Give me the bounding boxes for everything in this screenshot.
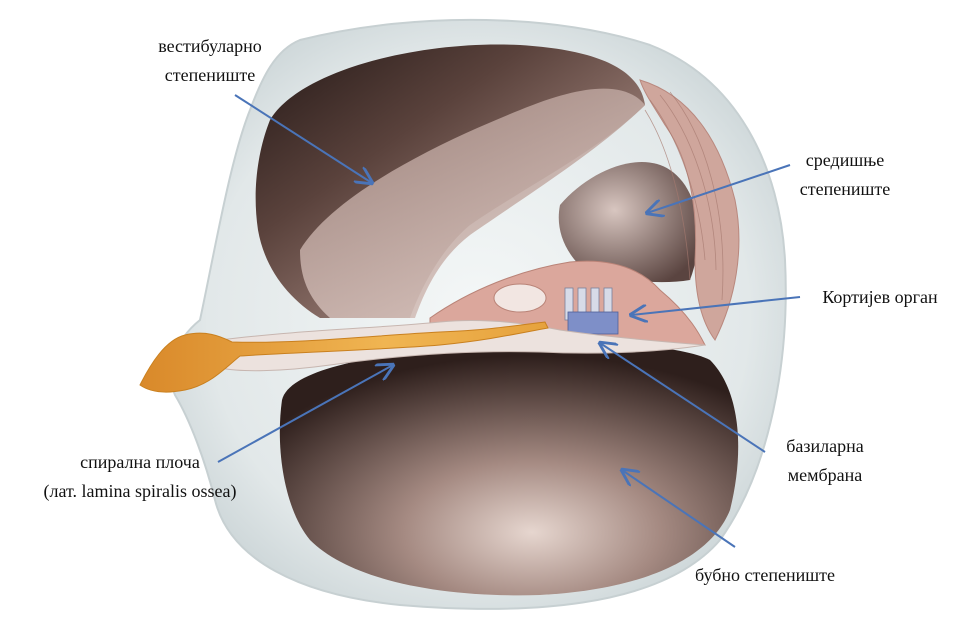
label-basilar-line1: базиларна bbox=[760, 432, 890, 461]
label-median-line2: степениште bbox=[775, 175, 915, 204]
label-vestibular-line2: степениште bbox=[135, 61, 285, 90]
label-basilar: базиларна мембрана bbox=[760, 432, 890, 490]
label-median: средишње степениште bbox=[775, 146, 915, 204]
label-median-line1: средишње bbox=[775, 146, 915, 175]
hair-cells bbox=[565, 288, 618, 334]
label-spiral-line2: (лат. lamina spiralis ossea) bbox=[15, 477, 265, 506]
tympanic-cavity bbox=[280, 343, 738, 595]
label-tympanic-text: бубно степениште bbox=[665, 561, 865, 590]
label-basilar-line2: мембрана bbox=[760, 461, 890, 490]
label-vestibular: вестибуларно степениште bbox=[135, 32, 285, 90]
label-tympanic: бубно степениште bbox=[665, 561, 865, 590]
label-vestibular-line1: вестибуларно bbox=[135, 32, 285, 61]
label-spiral: спирална плоча (лат. lamina spiralis oss… bbox=[15, 448, 265, 506]
tunnel bbox=[494, 284, 546, 312]
label-corti-text: Кортијев орган bbox=[805, 283, 955, 312]
label-spiral-line1: спирална плоча bbox=[15, 448, 265, 477]
label-corti: Кортијев орган bbox=[805, 283, 955, 312]
